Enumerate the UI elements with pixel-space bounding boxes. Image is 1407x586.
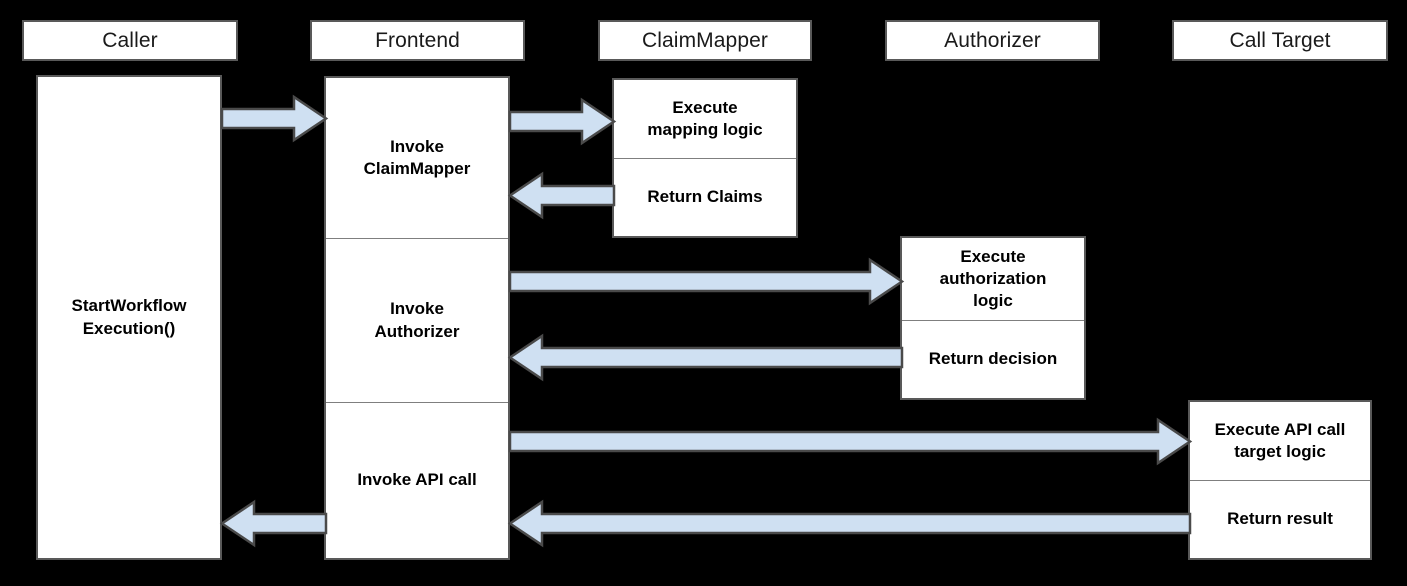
message-arrow-frontend-to-claimmapper[interactable] (508, 97, 617, 146)
message-arrow-authorizer-to-frontend[interactable] (507, 333, 904, 382)
lifeline-header-caller[interactable]: Caller (22, 20, 238, 61)
lifeline-header-authorizer[interactable]: Authorizer (885, 20, 1100, 61)
activation-frontend-segment-invoke-api-call: Invoke API call (326, 402, 508, 558)
lifeline-header-authorizer-label: Authorizer (944, 28, 1041, 52)
lifeline-header-frontend-label: Frontend (375, 28, 460, 52)
message-arrow-frontend-to-calltarget[interactable] (508, 417, 1193, 466)
message-arrow-frontend-to-authorizer[interactable] (508, 257, 905, 306)
lifeline-header-caller-label: Caller (102, 28, 158, 52)
message-arrow-calltarget-to-frontend[interactable] (507, 499, 1192, 548)
activation-claimmapper-segment-return-claims: Return Claims (614, 158, 796, 236)
lifeline-header-claimmapper[interactable]: ClaimMapper (598, 20, 812, 61)
lifeline-header-frontend[interactable]: Frontend (310, 20, 525, 61)
lifeline-header-calltarget-label: Call Target (1229, 28, 1331, 52)
lifeline-header-claimmapper-label: ClaimMapper (642, 28, 768, 52)
activation-calltarget-segment-return-result: Return result (1190, 480, 1370, 558)
message-arrow-caller-to-frontend[interactable] (220, 94, 329, 143)
lifeline-header-calltarget[interactable]: Call Target (1172, 20, 1388, 61)
message-arrow-frontend-to-caller[interactable] (219, 499, 328, 548)
activation-authorizer-segment-return-decision: Return decision (902, 320, 1084, 398)
message-arrow-claimmapper-to-frontend[interactable] (507, 171, 616, 220)
